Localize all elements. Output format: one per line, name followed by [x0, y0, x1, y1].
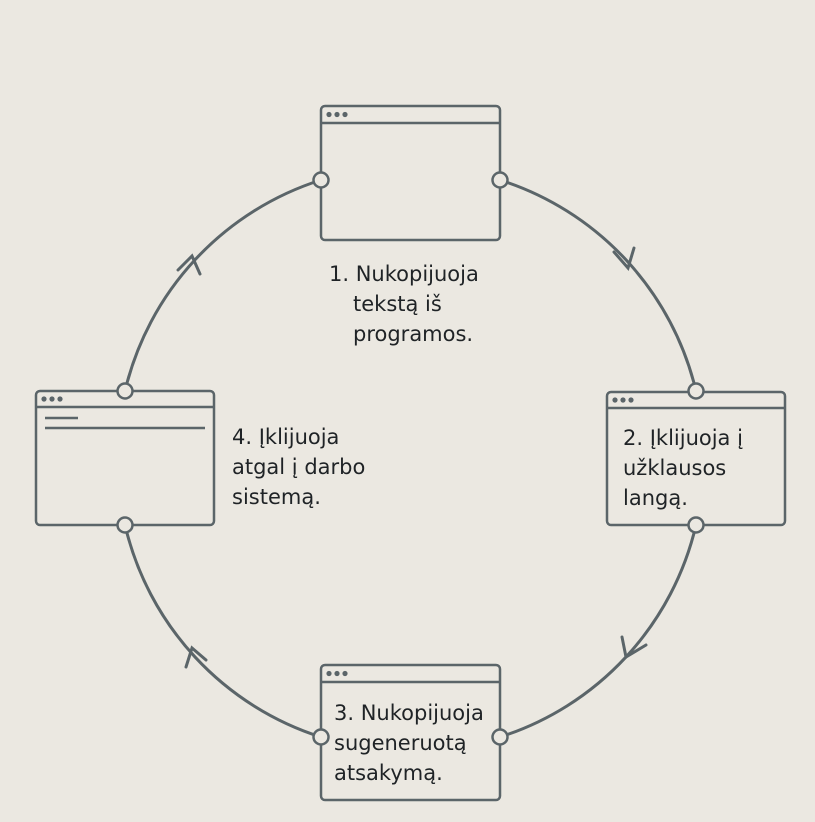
node	[312, 728, 330, 746]
window-icon-top	[319, 104, 502, 242]
node	[687, 516, 705, 534]
step-2-label: 2. Įklijuoja į užklausos langą.	[623, 423, 743, 513]
step-1-label: 1. Nukopijuoja tekstą iš programos.	[329, 259, 479, 349]
step-3-line: atsakymą.	[334, 761, 443, 785]
node	[312, 171, 330, 189]
step-1-line: tekstą iš	[353, 292, 442, 316]
step-2-line: langą.	[623, 486, 688, 510]
node	[116, 516, 134, 534]
step-1-line: programos.	[353, 322, 474, 346]
node	[491, 728, 509, 746]
window-icon-left	[34, 389, 216, 527]
arc-3-to-4	[123, 523, 323, 739]
window-dots-icon	[41, 111, 634, 677]
arrow-icon	[612, 246, 636, 272]
step-4-line: sistemą.	[232, 485, 321, 509]
arrow-icon	[176, 253, 202, 276]
arc-2-to-3	[498, 523, 698, 739]
step-3-label: 3. Nukopijuoja sugeneruotą atsakymą.	[334, 698, 484, 788]
arrow-icon	[620, 635, 648, 660]
arrow-icon	[184, 645, 208, 669]
arc-1-to-2	[498, 178, 698, 393]
node	[687, 382, 705, 400]
step-3-line: 3. Nukopijuoja	[334, 701, 484, 725]
step-4-line: 4. Įklijuoja	[232, 425, 340, 449]
arc-4-to-1	[123, 178, 323, 393]
step-3-line: sugeneruotą	[334, 731, 467, 755]
node	[491, 171, 509, 189]
step-4-label: 4. Įklijuoja atgal į darbo sistemą.	[232, 422, 365, 512]
node	[116, 382, 134, 400]
step-2-line: užklausos	[623, 456, 727, 480]
step-1-line: 1. Nukopijuoja	[329, 262, 479, 286]
step-4-line: atgal į darbo	[232, 455, 366, 479]
step-2-line: 2. Įklijuoja į	[623, 426, 743, 450]
